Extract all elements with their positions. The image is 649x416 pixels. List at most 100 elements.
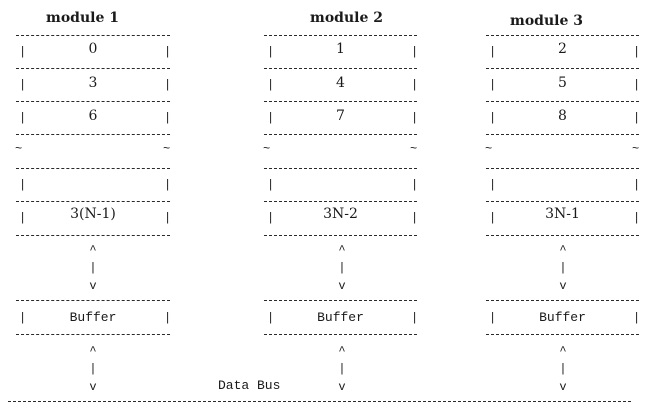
gap-tilde-right: ~ (163, 142, 171, 156)
cell-border-left: | (19, 211, 27, 225)
cell-divider (16, 134, 170, 135)
cell-border-right: | (633, 45, 641, 59)
cell-border-left: | (489, 211, 497, 225)
module-title: module 2 (310, 10, 383, 26)
buffer-bottom-border (486, 334, 639, 335)
cell-divider (16, 201, 170, 202)
buffer-bottom-border (16, 334, 170, 335)
cell-border-right: | (633, 211, 641, 225)
buffer-border-right: | (633, 311, 641, 325)
cell-divider (264, 134, 417, 135)
data-bus-line (8, 401, 631, 402)
data-bus-label: Data Bus (218, 378, 281, 393)
cell-divider (264, 168, 417, 169)
cell-divider (486, 201, 639, 202)
cell-divider (486, 168, 639, 169)
cell-border-right: | (164, 178, 172, 192)
arrow-down-head: v (89, 380, 97, 394)
buffer-border-right: | (411, 311, 419, 325)
memory-address-cell: 3N-1 (545, 206, 580, 222)
memory-address-cell: 3(N-1) (70, 206, 116, 222)
cell-divider (16, 35, 170, 36)
cell-border-right: | (164, 211, 172, 225)
arrow-shaft: | (559, 362, 567, 376)
cell-border-left: | (19, 178, 27, 192)
module-title: module 3 (510, 13, 583, 29)
buffer-border-right: | (164, 311, 172, 325)
memory-address-cell: 6 (88, 108, 98, 124)
memory-address-cell: 3 (88, 75, 98, 91)
arrow-up-head: ^ (89, 243, 97, 257)
gap-tilde-left: ~ (15, 142, 23, 156)
cell-divider (264, 201, 417, 202)
buffer-border-left: | (267, 311, 275, 325)
buffer-top-border (486, 300, 639, 301)
cell-divider (264, 235, 417, 236)
cell-border-left: | (19, 111, 27, 125)
buffer-top-border (16, 300, 170, 301)
gap-tilde-right: ~ (410, 142, 418, 156)
arrow-shaft: | (338, 362, 346, 376)
cell-border-right: | (164, 45, 172, 59)
cell-border-right: | (411, 211, 419, 225)
cell-border-left: | (489, 178, 497, 192)
cell-border-left: | (489, 78, 497, 92)
cell-border-left: | (267, 111, 275, 125)
cell-border-right: | (411, 78, 419, 92)
cell-divider (486, 35, 639, 36)
arrow-down-head: v (338, 279, 346, 293)
cell-border-left: | (19, 78, 27, 92)
memory-address-cell: 5 (558, 75, 567, 91)
cell-divider (264, 35, 417, 36)
arrow-up-head: ^ (338, 344, 346, 358)
buffer-bottom-border (264, 334, 417, 335)
cell-border-right: | (411, 111, 419, 125)
cell-border-left: | (19, 45, 27, 59)
memory-address-cell: 7 (336, 108, 345, 124)
buffer-border-left: | (489, 311, 497, 325)
gap-tilde-right: ~ (632, 142, 640, 156)
arrow-shaft: | (89, 261, 97, 275)
arrow-up-head: ^ (89, 344, 97, 358)
cell-border-right: | (411, 178, 419, 192)
arrow-up-head: ^ (559, 243, 567, 257)
arrow-up-head: ^ (559, 344, 567, 358)
cell-border-right: | (633, 111, 641, 125)
cell-border-left: | (267, 211, 275, 225)
cell-border-left: | (489, 45, 497, 59)
cell-border-right: | (164, 78, 172, 92)
module-title: module 1 (46, 10, 119, 26)
cell-divider (486, 134, 639, 135)
cell-divider (486, 68, 639, 69)
cell-border-left: | (489, 111, 497, 125)
cell-border-right: | (633, 78, 641, 92)
memory-address-cell: 4 (336, 75, 345, 91)
cell-divider (264, 68, 417, 69)
arrow-down-head: v (559, 380, 567, 394)
cell-divider (16, 101, 170, 102)
buffer-label: Buffer (317, 310, 364, 325)
memory-address-cell: 8 (558, 108, 567, 124)
cell-divider (486, 101, 639, 102)
cell-border-right: | (411, 45, 419, 59)
arrow-down-head: v (89, 279, 97, 293)
cell-border-right: | (164, 111, 172, 125)
arrow-shaft: | (559, 261, 567, 275)
cell-divider (16, 68, 170, 69)
cell-divider (486, 235, 639, 236)
cell-divider (16, 168, 170, 169)
buffer-border-left: | (19, 311, 27, 325)
cell-border-left: | (267, 45, 275, 59)
gap-tilde-left: ~ (485, 142, 493, 156)
arrow-up-head: ^ (338, 243, 346, 257)
arrow-shaft: | (89, 362, 97, 376)
arrow-shaft: | (338, 261, 346, 275)
cell-border-left: | (267, 178, 275, 192)
cell-border-right: | (633, 178, 641, 192)
cell-border-left: | (267, 78, 275, 92)
arrow-down-head: v (338, 380, 346, 394)
memory-address-cell: 2 (558, 41, 567, 57)
arrow-down-head: v (559, 279, 567, 293)
memory-address-cell: 1 (336, 41, 345, 57)
buffer-label: Buffer (539, 310, 586, 325)
